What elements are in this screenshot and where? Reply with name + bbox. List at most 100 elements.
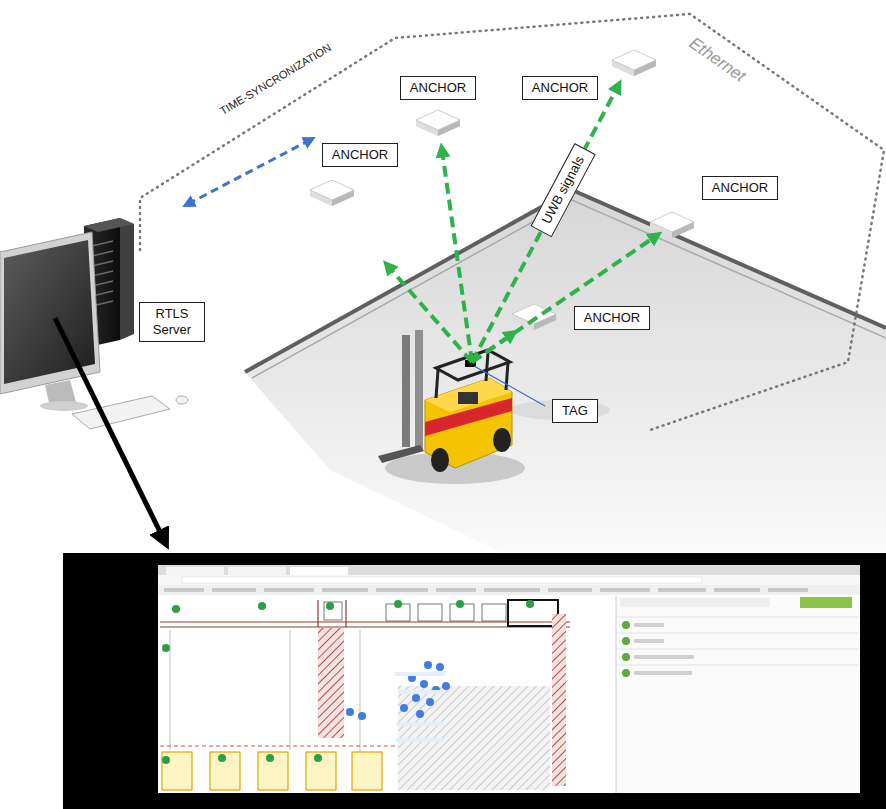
forklift xyxy=(378,445,424,463)
rtls-screenshot xyxy=(218,754,226,762)
label-text: ANCHOR xyxy=(332,147,388,163)
server-label: RTLS Server xyxy=(139,302,205,342)
rtls-screenshot xyxy=(526,600,534,608)
anchor-device xyxy=(416,110,460,136)
rtls-screenshot xyxy=(172,605,180,613)
forklift xyxy=(458,392,478,404)
tag-leader-line xyxy=(474,366,545,406)
rtls-screenshot xyxy=(160,600,570,627)
rtls-screenshot xyxy=(162,644,170,652)
rtls-screenshot xyxy=(618,617,858,618)
rtls-screenshot xyxy=(634,623,664,627)
uwb-signal-arrows xyxy=(388,86,656,362)
rtls-screenshot xyxy=(618,617,858,665)
rtls-screenshot xyxy=(616,596,617,793)
rtls-screenshot xyxy=(162,752,192,790)
rtls-screenshot xyxy=(63,553,886,809)
rtls-screenshot xyxy=(618,633,858,634)
rtls-screenshot xyxy=(768,588,808,592)
rtls-screenshot xyxy=(395,672,445,742)
warehouse-floor xyxy=(245,190,886,372)
rtls-screenshot xyxy=(600,588,650,592)
rtls-screenshot xyxy=(324,602,506,621)
rtls-screenshot xyxy=(714,588,760,592)
forklift xyxy=(486,352,488,381)
rtls-screenshot xyxy=(228,567,286,575)
uwb-signal-arrows xyxy=(388,266,472,362)
rtls-screenshot xyxy=(158,565,860,793)
label-text: ANCHOR xyxy=(584,310,640,326)
anchor-label: ANCHOR xyxy=(702,176,778,200)
rtls-screenshot xyxy=(416,710,424,718)
rtls-screenshot xyxy=(346,661,450,720)
rtls-screenshot xyxy=(394,600,402,608)
time-sync-arrow xyxy=(188,140,310,204)
rtls-screenshot xyxy=(358,712,366,720)
rtls-screenshot xyxy=(322,588,368,592)
rtls-screenshot xyxy=(290,567,348,575)
rtls-screenshot xyxy=(346,708,354,716)
rtls-screenshot xyxy=(634,671,692,675)
uwb-signal-arrows xyxy=(472,236,656,362)
rtls-screenshot xyxy=(618,665,858,666)
rtls-screenshot xyxy=(484,588,540,592)
forklift xyxy=(378,330,512,472)
rtls-screenshot xyxy=(658,588,706,592)
rtls-screenshot xyxy=(317,600,318,627)
label-text: ANCHOR xyxy=(532,80,588,96)
sync-label: TIME-SYNCRONIZATION xyxy=(218,42,334,119)
rtls-screenshot xyxy=(398,690,444,694)
rtls-screenshot xyxy=(314,754,322,762)
label-text: UWB signals xyxy=(538,153,587,226)
rtls-server-tower xyxy=(84,218,134,232)
warehouse-floor xyxy=(245,190,886,600)
computer-monitor xyxy=(72,396,170,429)
forklift xyxy=(431,448,449,472)
rtls-screenshot xyxy=(352,752,382,790)
rtls-screenshot xyxy=(508,600,558,626)
rtls-screenshot xyxy=(616,596,860,793)
rtls-screenshot xyxy=(634,655,694,659)
rtls-server-tower xyxy=(120,218,134,340)
rtls-screenshot xyxy=(162,756,170,764)
rtls-screenshot xyxy=(412,694,420,702)
rtls-screenshot xyxy=(212,588,256,592)
rtls-screenshot xyxy=(162,752,382,790)
anchor-device xyxy=(310,50,694,330)
rtls-screenshot xyxy=(210,752,240,790)
anchor-label: ANCHOR xyxy=(522,76,598,100)
rtls-screenshot xyxy=(418,604,442,621)
rtls-screenshot xyxy=(162,600,534,764)
rtls-server-tower xyxy=(92,261,113,266)
rtls-screenshot xyxy=(158,575,860,585)
rtls-screenshot xyxy=(318,628,344,738)
rtls-screenshot xyxy=(166,567,224,575)
rtls-screenshot xyxy=(622,621,630,677)
warehouse-floor xyxy=(252,200,886,378)
forklift xyxy=(506,362,508,390)
rtls-screenshot xyxy=(170,630,360,790)
display-arrow xyxy=(55,318,164,540)
rtls-screenshot xyxy=(618,649,858,650)
rtls-screenshot xyxy=(396,738,444,742)
rtls-screenshot xyxy=(436,663,444,671)
rtls-screenshot xyxy=(266,754,274,762)
computer-monitor xyxy=(4,240,95,384)
anchor-label: ANCHOR xyxy=(574,306,650,330)
rtls-screenshot xyxy=(376,588,428,592)
anchor-label: ANCHOR xyxy=(322,143,398,167)
label-text: RTLS Server xyxy=(149,306,195,338)
label-text: ANCHOR xyxy=(712,180,768,196)
tag-leader-line xyxy=(474,366,545,406)
rtls-screenshot xyxy=(395,672,445,676)
rtls-screenshot xyxy=(552,614,566,786)
rtls-server-tower xyxy=(92,271,113,276)
forklift xyxy=(415,330,423,450)
forklift xyxy=(436,350,510,380)
rtls-screenshot xyxy=(63,553,886,809)
display-arrow xyxy=(55,318,164,540)
rtls-screenshot xyxy=(324,602,342,620)
computer-monitor xyxy=(176,396,188,404)
network-label: Ethernet xyxy=(685,33,749,87)
forklift xyxy=(436,370,438,398)
